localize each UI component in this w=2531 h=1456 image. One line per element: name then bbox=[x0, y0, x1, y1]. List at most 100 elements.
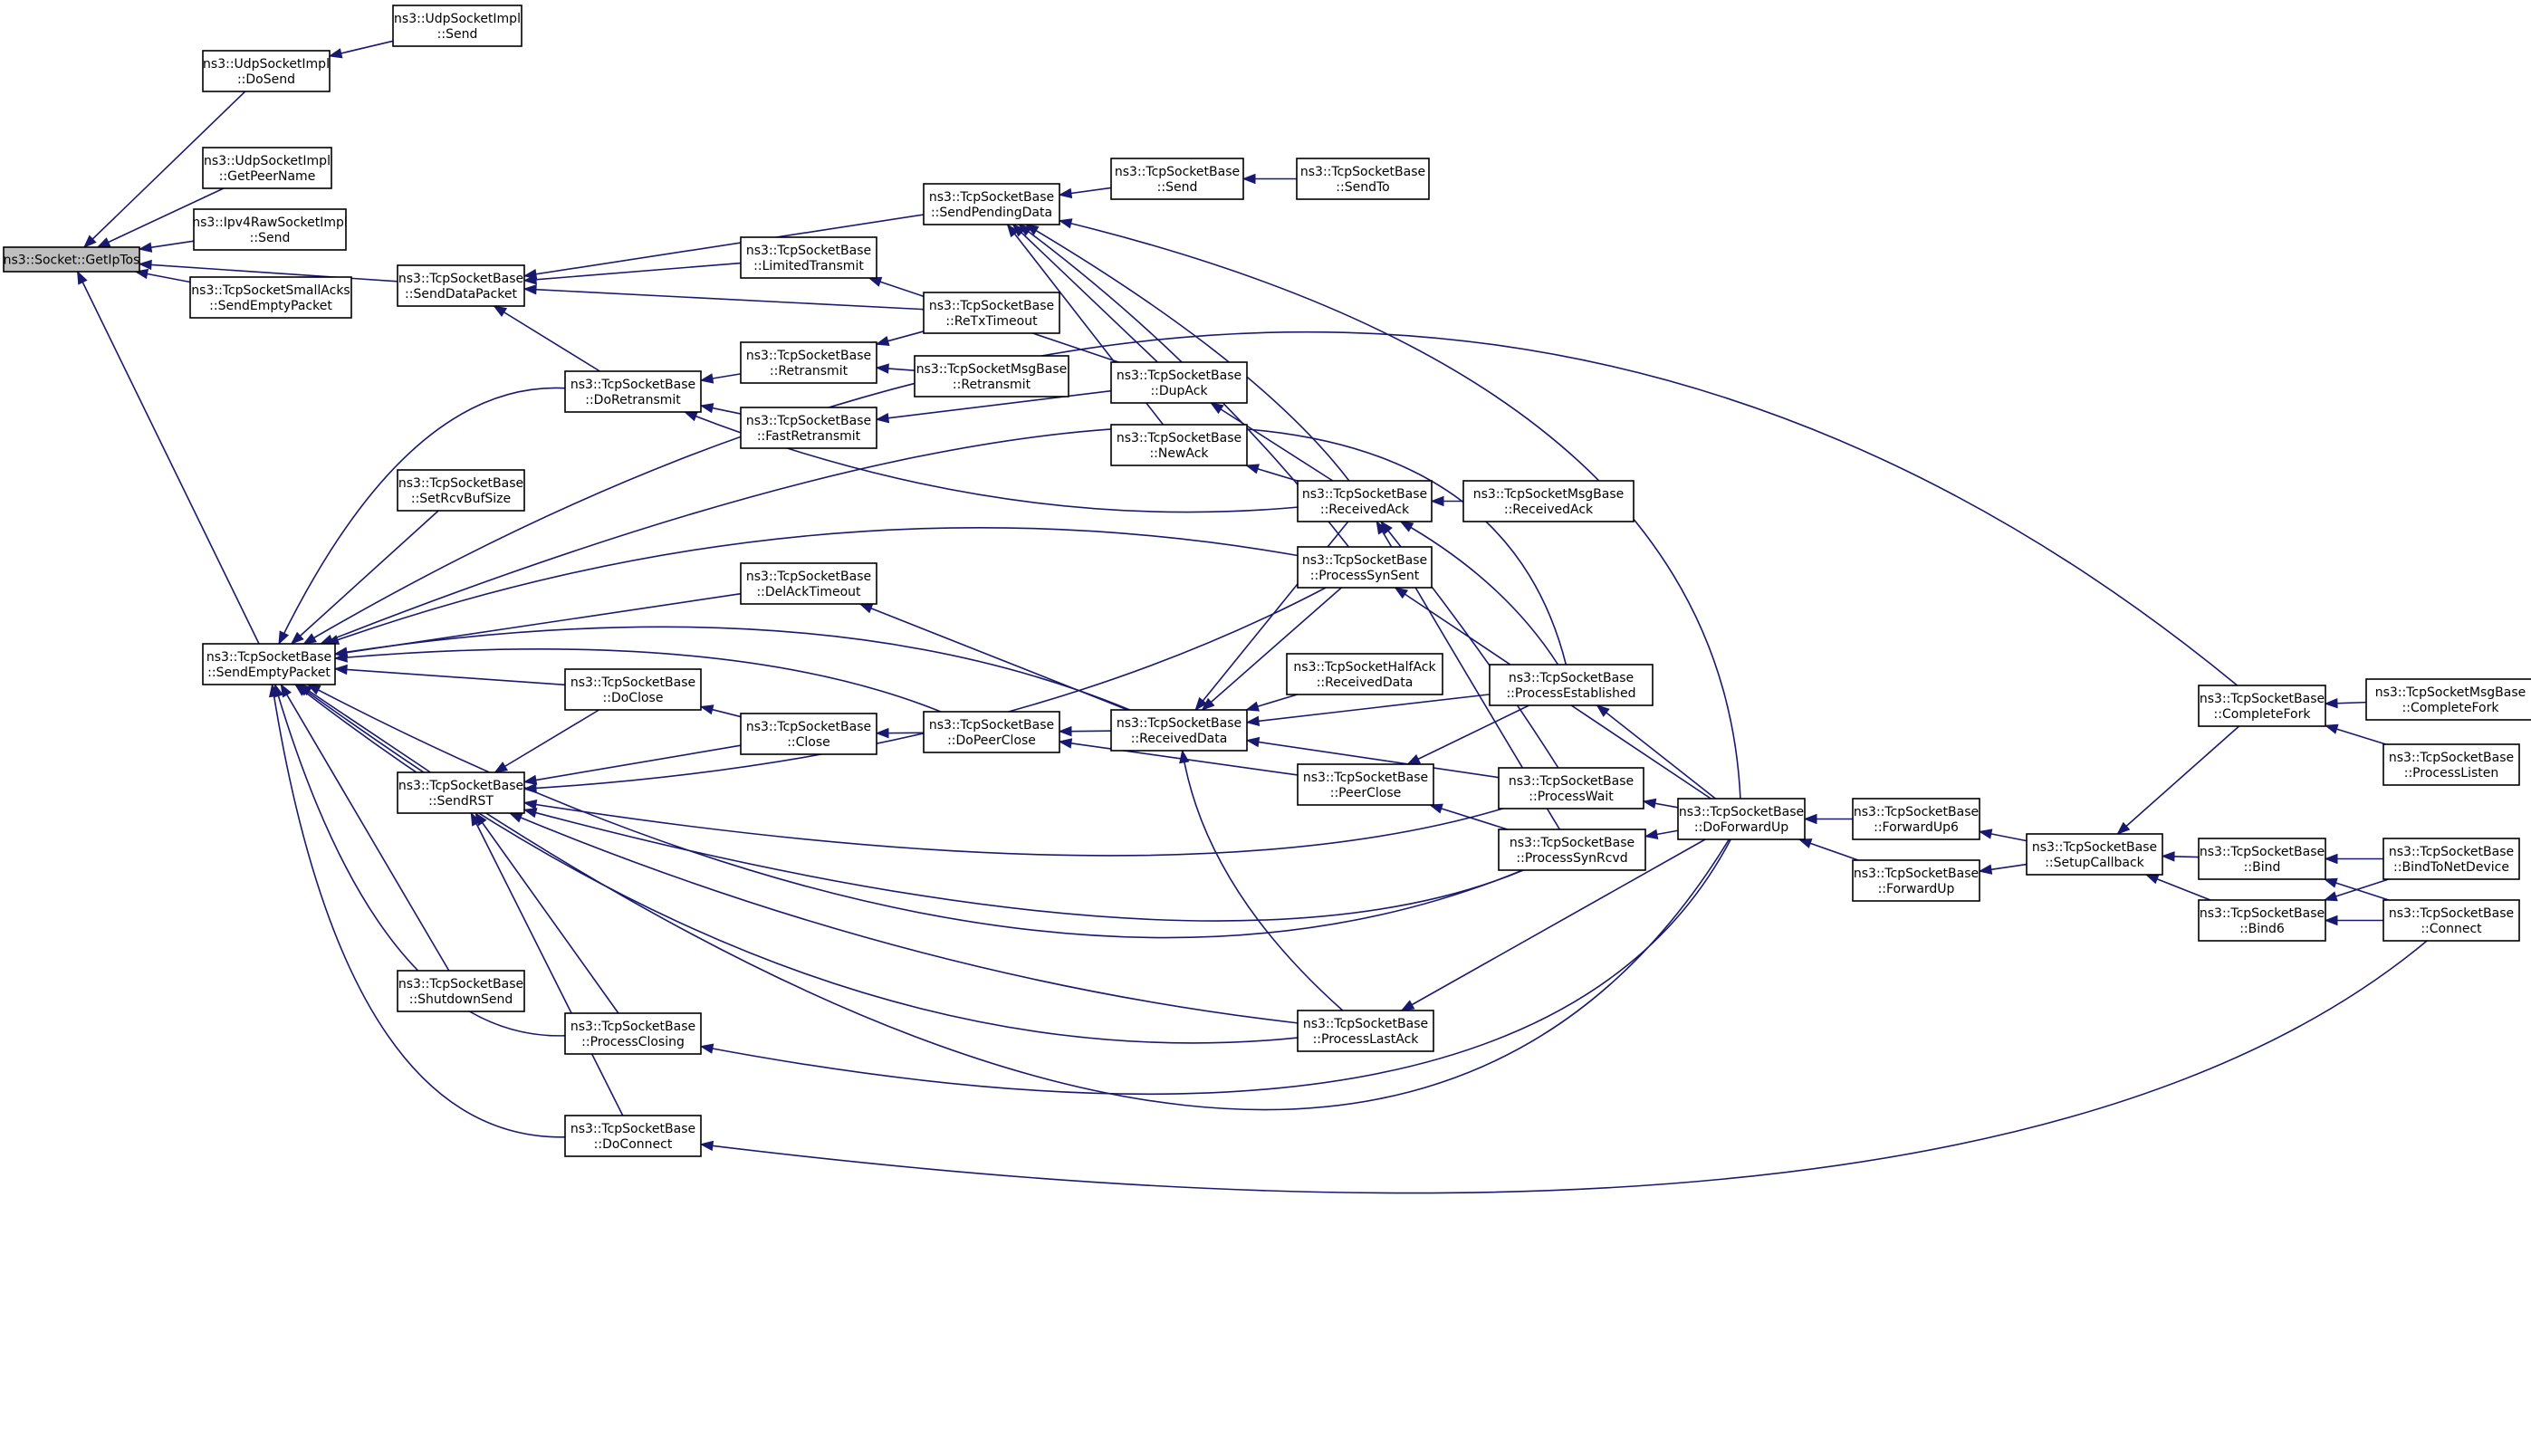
graph-node-dopeerclose[interactable]: ns3::TcpSocketBase::DoPeerClose bbox=[923, 711, 1060, 753]
edge-sendpendingdata-to-senddatapacket bbox=[523, 214, 925, 277]
graph-node-shutdownsend[interactable]: ns3::TcpSocketBase::ShutdownSend bbox=[397, 970, 525, 1012]
graph-node-processestablished[interactable]: ns3::TcpSocketBase::ProcessEstablished bbox=[1489, 664, 1654, 706]
arrowhead-icon bbox=[1978, 864, 1993, 875]
node-label: ::ReceivedData bbox=[1317, 675, 1414, 690]
graph-node-fastretransmit[interactable]: ns3::TcpSocketBase::FastRetransmit bbox=[740, 407, 877, 449]
arrowhead-icon bbox=[290, 631, 304, 645]
arrowhead-icon bbox=[1644, 829, 1659, 839]
graph-node-halfack-receiveddata[interactable]: ns3::TcpSocketHalfAck::ReceivedData bbox=[1286, 653, 1443, 695]
arrowhead-icon bbox=[138, 242, 153, 253]
graph-node-doconnect[interactable]: ns3::TcpSocketBase::DoConnect bbox=[564, 1115, 702, 1157]
graph-node-bindtonetdevice[interactable]: ns3::TcpSocketBase::BindToNetDevice bbox=[2382, 838, 2520, 880]
arrowhead-icon bbox=[1194, 696, 1208, 712]
node-label: ns3::TcpSocketBase bbox=[1510, 836, 1635, 850]
arrowhead-icon bbox=[494, 762, 509, 773]
graph-node-limitedtransmit[interactable]: ns3::TcpSocketBase::LimitedTransmit bbox=[740, 236, 877, 279]
graph-node-sendrst[interactable]: ns3::TcpSocketBase::SendRST bbox=[397, 771, 525, 814]
node-label: ::Close bbox=[787, 735, 830, 750]
node-box bbox=[397, 771, 525, 814]
arrowhead-icon bbox=[1245, 701, 1260, 712]
node-label: ns3::TcpSocketBase bbox=[746, 414, 871, 428]
graph-node-forwardup[interactable]: ns3::TcpSocketBase::ForwardUp bbox=[1852, 859, 1980, 902]
graph-node-ipv4raw-send[interactable]: ns3::Ipv4RawSocketImpl::Send bbox=[192, 208, 348, 251]
graph-node-newack[interactable]: ns3::TcpSocketBase::NewAck bbox=[1110, 424, 1248, 466]
graph-node-receiveddata[interactable]: ns3::TcpSocketBase::ReceivedData bbox=[1110, 709, 1248, 752]
graph-node-processwait[interactable]: ns3::TcpSocketBase::ProcessWait bbox=[1498, 767, 1644, 809]
node-label: ns3::TcpSocketBase bbox=[1679, 805, 1804, 819]
graph-node-connect[interactable]: ns3::TcpSocketBase::Connect bbox=[2382, 899, 2520, 942]
node-label: ns3::TcpSocketBase bbox=[746, 720, 871, 734]
graph-node-msg-completefork[interactable]: ns3::TcpSocketMsgBase::CompleteFork bbox=[2365, 678, 2531, 721]
node-box bbox=[1498, 767, 1644, 809]
graph-node-completefork[interactable]: ns3::TcpSocketBase::CompleteFork bbox=[2198, 685, 2326, 727]
node-box bbox=[1852, 798, 1980, 840]
node-label: ns3::TcpSocketBase bbox=[1854, 867, 1979, 881]
node-label: ::CompleteFork bbox=[2402, 701, 2500, 715]
graph-node-doforwardup[interactable]: ns3::TcpSocketBase::DoForwardUp bbox=[1677, 798, 1806, 840]
graph-node-doclose[interactable]: ns3::TcpSocketBase::DoClose bbox=[564, 668, 702, 711]
node-box bbox=[1110, 709, 1248, 752]
node-box bbox=[564, 370, 702, 413]
graph-node-bind[interactable]: ns3::TcpSocketBase::Bind bbox=[2198, 838, 2326, 880]
arrowhead-icon bbox=[1406, 753, 1422, 765]
graph-node-receivedack[interactable]: ns3::TcpSocketBase::ReceivedAck bbox=[1297, 480, 1433, 522]
graph-node-getiptos[interactable]: ns3::Socket::GetIpTos bbox=[3, 246, 140, 273]
node-box bbox=[564, 1012, 702, 1055]
graph-node-processclosing[interactable]: ns3::TcpSocketBase::ProcessClosing bbox=[564, 1012, 702, 1055]
edges-layer bbox=[76, 40, 2428, 1194]
node-label: ns3::TcpSocketBase bbox=[2389, 845, 2514, 859]
node-label: ::LimitedTransmit bbox=[753, 259, 864, 273]
graph-node-smallacks-sendempty[interactable]: ns3::TcpSocketSmallAcks::SendEmptyPacket bbox=[189, 276, 352, 319]
graph-node-doretransmit[interactable]: ns3::TcpSocketBase::DoRetransmit bbox=[564, 370, 702, 413]
edge-processsynsent-to-receiveddata bbox=[1202, 587, 1342, 711]
graph-node-setupcallback[interactable]: ns3::TcpSocketBase::SetupCallback bbox=[2026, 833, 2163, 876]
graph-node-msg-retransmit[interactable]: ns3::TcpSocketMsgBase::Retransmit bbox=[914, 355, 1069, 398]
graph-node-send[interactable]: ns3::TcpSocketBase::Send bbox=[1110, 158, 1244, 200]
node-box bbox=[740, 236, 877, 279]
graph-node-sendto[interactable]: ns3::TcpSocketBase::SendTo bbox=[1296, 158, 1430, 200]
arrowhead-icon bbox=[1242, 173, 1256, 185]
node-label: ns3::TcpSocketBase bbox=[1117, 369, 1242, 383]
graph-node-msg-receivedack[interactable]: ns3::TcpSocketMsgBase::ReceivedAck bbox=[1462, 480, 1635, 522]
graph-node-processsynsent[interactable]: ns3::TcpSocketBase::ProcessSynSent bbox=[1297, 546, 1433, 589]
node-box bbox=[2198, 899, 2326, 942]
node-label: ns3::TcpSocketMsgBase bbox=[2375, 685, 2526, 700]
node-label: ::DoClose bbox=[603, 691, 664, 705]
graph-node-processlastack[interactable]: ns3::TcpSocketBase::ProcessLastAck bbox=[1297, 1010, 1434, 1052]
node-label: ::DoSend bbox=[237, 72, 295, 87]
graph-node-sendemptypacket[interactable]: ns3::TcpSocketBase::SendEmptyPacket bbox=[202, 643, 336, 685]
arrowhead-icon bbox=[2144, 874, 2160, 885]
node-box bbox=[1852, 859, 1980, 902]
node-box bbox=[1110, 361, 1248, 404]
node-box bbox=[2365, 678, 2531, 721]
graph-node-senddatapacket[interactable]: ns3::TcpSocketBase::SendDataPacket bbox=[397, 264, 525, 307]
node-label: ns3::TcpSocketBase bbox=[1303, 771, 1428, 785]
arrowhead-icon bbox=[2324, 915, 2338, 926]
graph-node-processsynrcvd[interactable]: ns3::TcpSocketBase::ProcessSynRcvd bbox=[1498, 829, 1646, 871]
graph-node-processlisten[interactable]: ns3::TcpSocketBase::ProcessListen bbox=[2382, 743, 2520, 786]
node-label: ns3::TcpSocketBase bbox=[1115, 165, 1240, 179]
graph-node-bind6[interactable]: ns3::TcpSocketBase::Bind6 bbox=[2198, 899, 2326, 942]
graph-node-udp-send[interactable]: ns3::UdpSocketImpl::Send bbox=[392, 5, 522, 47]
graph-node-retxtimeout[interactable]: ns3::TcpSocketBase::ReTxTimeout bbox=[923, 292, 1060, 334]
graph-node-setrcvbufsize[interactable]: ns3::TcpSocketBase::SetRcvBufSize bbox=[397, 469, 525, 512]
graph-node-sendpendingdata[interactable]: ns3::TcpSocketBase::SendPendingData bbox=[923, 183, 1060, 225]
arrowhead-icon bbox=[1978, 829, 1993, 839]
node-label: ns3::TcpSocketBase bbox=[2200, 692, 2325, 706]
edge-udp-getpeername-to-getiptos bbox=[97, 187, 225, 248]
graph-node-close[interactable]: ns3::TcpSocketBase::Close bbox=[740, 713, 877, 755]
node-box bbox=[2382, 899, 2520, 942]
arrowhead-icon bbox=[1430, 495, 1444, 507]
edge-doclose-to-sendrst bbox=[494, 709, 599, 773]
graph-node-udp-dosend[interactable]: ns3::UdpSocketImpl::DoSend bbox=[202, 50, 331, 92]
node-label: ns3::TcpSocketBase bbox=[929, 299, 1054, 313]
graph-node-dupack[interactable]: ns3::TcpSocketBase::DupAck bbox=[1110, 361, 1248, 404]
graph-node-delacktimeout[interactable]: ns3::TcpSocketBase::DelAckTimeout bbox=[740, 562, 877, 605]
node-label: ns3::TcpSocketBase bbox=[570, 1020, 695, 1034]
graph-node-retransmit[interactable]: ns3::TcpSocketBase::Retransmit bbox=[740, 341, 877, 384]
graph-node-udp-getpeername[interactable]: ns3::UdpSocketImpl::GetPeerName bbox=[202, 147, 332, 189]
graph-node-forwardup6[interactable]: ns3::TcpSocketBase::ForwardUp6 bbox=[1852, 798, 1980, 840]
arrowhead-icon bbox=[2161, 851, 2175, 862]
arrowhead-icon bbox=[2323, 891, 2338, 902]
graph-node-peerclose[interactable]: ns3::TcpSocketBase::PeerClose bbox=[1297, 763, 1434, 806]
